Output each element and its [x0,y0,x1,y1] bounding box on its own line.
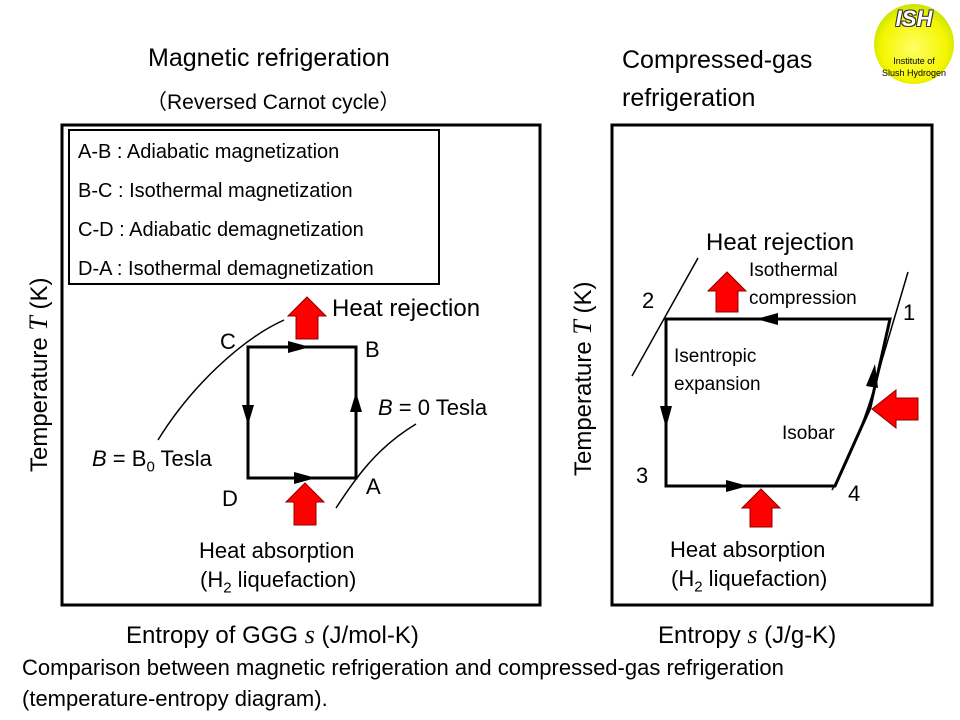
right-plot-frame [610,123,934,607]
isobar-curve [831,271,909,491]
legend-item-cd: C-D : Adiabatic demagnetization [78,219,364,241]
carnot-cycle-rectangle [246,345,358,480]
ish-logo: ISH Institute of Slush Hydrogen [874,4,954,84]
point-d-label: D [222,486,238,511]
point-a-label: A [366,474,381,499]
isobar-label: Isobar [782,423,835,444]
point-b-label: B [365,337,380,362]
logo-line1: Institute of [893,56,935,66]
isotherm-line [631,257,699,377]
left-y-axis-label: Temperature T (K) [24,277,53,472]
right-heat-absorption-label: Heat absorption [670,537,826,562]
cycle-arrow-da [294,472,316,484]
point-c-label: C [220,329,236,354]
b0-tesla-label: B = B0 Tesla [92,446,212,476]
cycle-arrow-bc [288,341,310,353]
left-x-axis-label: Entropy of GGG s (J/mol-K) [126,620,419,649]
right-y-axis-label: Temperature T (K) [568,281,597,476]
point-4-label: 4 [848,481,861,506]
point-1-label: 1 [903,300,916,325]
legend-item-da: D-A : Isothermal demagnetization [78,258,374,280]
cycle-arrow-4-1 [866,364,878,388]
caption-line1: Comparison between magnetic refrigeratio… [22,655,784,680]
caption-line2: (temperature-entropy diagram). [22,686,328,711]
cycle-arrow-1-2 [756,313,778,325]
legend-item-ab: A-B : Adiabatic magnetization [78,141,340,163]
heat-rejection-arrow-left [286,296,328,340]
right-heat-rejection-label: Heat rejection [706,229,855,256]
cycle-arrow-2-3 [660,406,672,428]
left-title: Magnetic refrigeration [148,44,390,72]
cycle-arrow-cd [242,405,254,425]
point-2-label: 2 [642,288,655,313]
cycle-arrow-3-4 [726,480,748,492]
gas-cycle-path [664,317,892,488]
heat-input-arrow-isobar [871,388,919,430]
heat-absorption-arrow-right [740,488,782,528]
legend-item-bc: B-C : Isothermal magnetization [78,180,353,202]
point-3-label: 3 [636,463,649,488]
legend-box: A-B : Adiabatic magnetization B-C : Isot… [68,129,440,285]
curve-b-zero-tesla [335,423,417,509]
left-heat-absorption-label: Heat absorption [199,538,355,563]
left-h2-liquefaction-label: (H2 liquefaction) [200,567,357,597]
isentropic-label-line2: expansion [674,374,761,395]
heat-rejection-arrow-right [706,271,748,313]
right-h2-liquefaction-label: (H2 liquefaction) [671,566,828,596]
left-subtitle: （Reversed Carnot cycle） [146,91,401,114]
left-plot-frame [60,123,542,607]
isothermal-label-line1: Isothermal [749,260,838,281]
cycle-arrow-ab [350,392,362,412]
logo-name: ISH [895,6,933,31]
right-title-line1: Compressed-gas [622,46,813,74]
logo-line2: Slush Hydrogen [881,68,947,78]
right-x-axis-label: Entropy s (J/g-K) [658,620,837,649]
right-title-line2: refrigeration [622,84,756,112]
left-heat-rejection-label: Heat rejection [332,295,481,322]
isothermal-label-line2: compression [749,288,857,309]
b-zero-tesla-label: B = 0 Tesla [378,395,488,420]
isentropic-label-line1: Isentropic [674,346,757,367]
curve-b0-tesla [157,319,285,441]
heat-absorption-arrow-left [284,482,326,526]
